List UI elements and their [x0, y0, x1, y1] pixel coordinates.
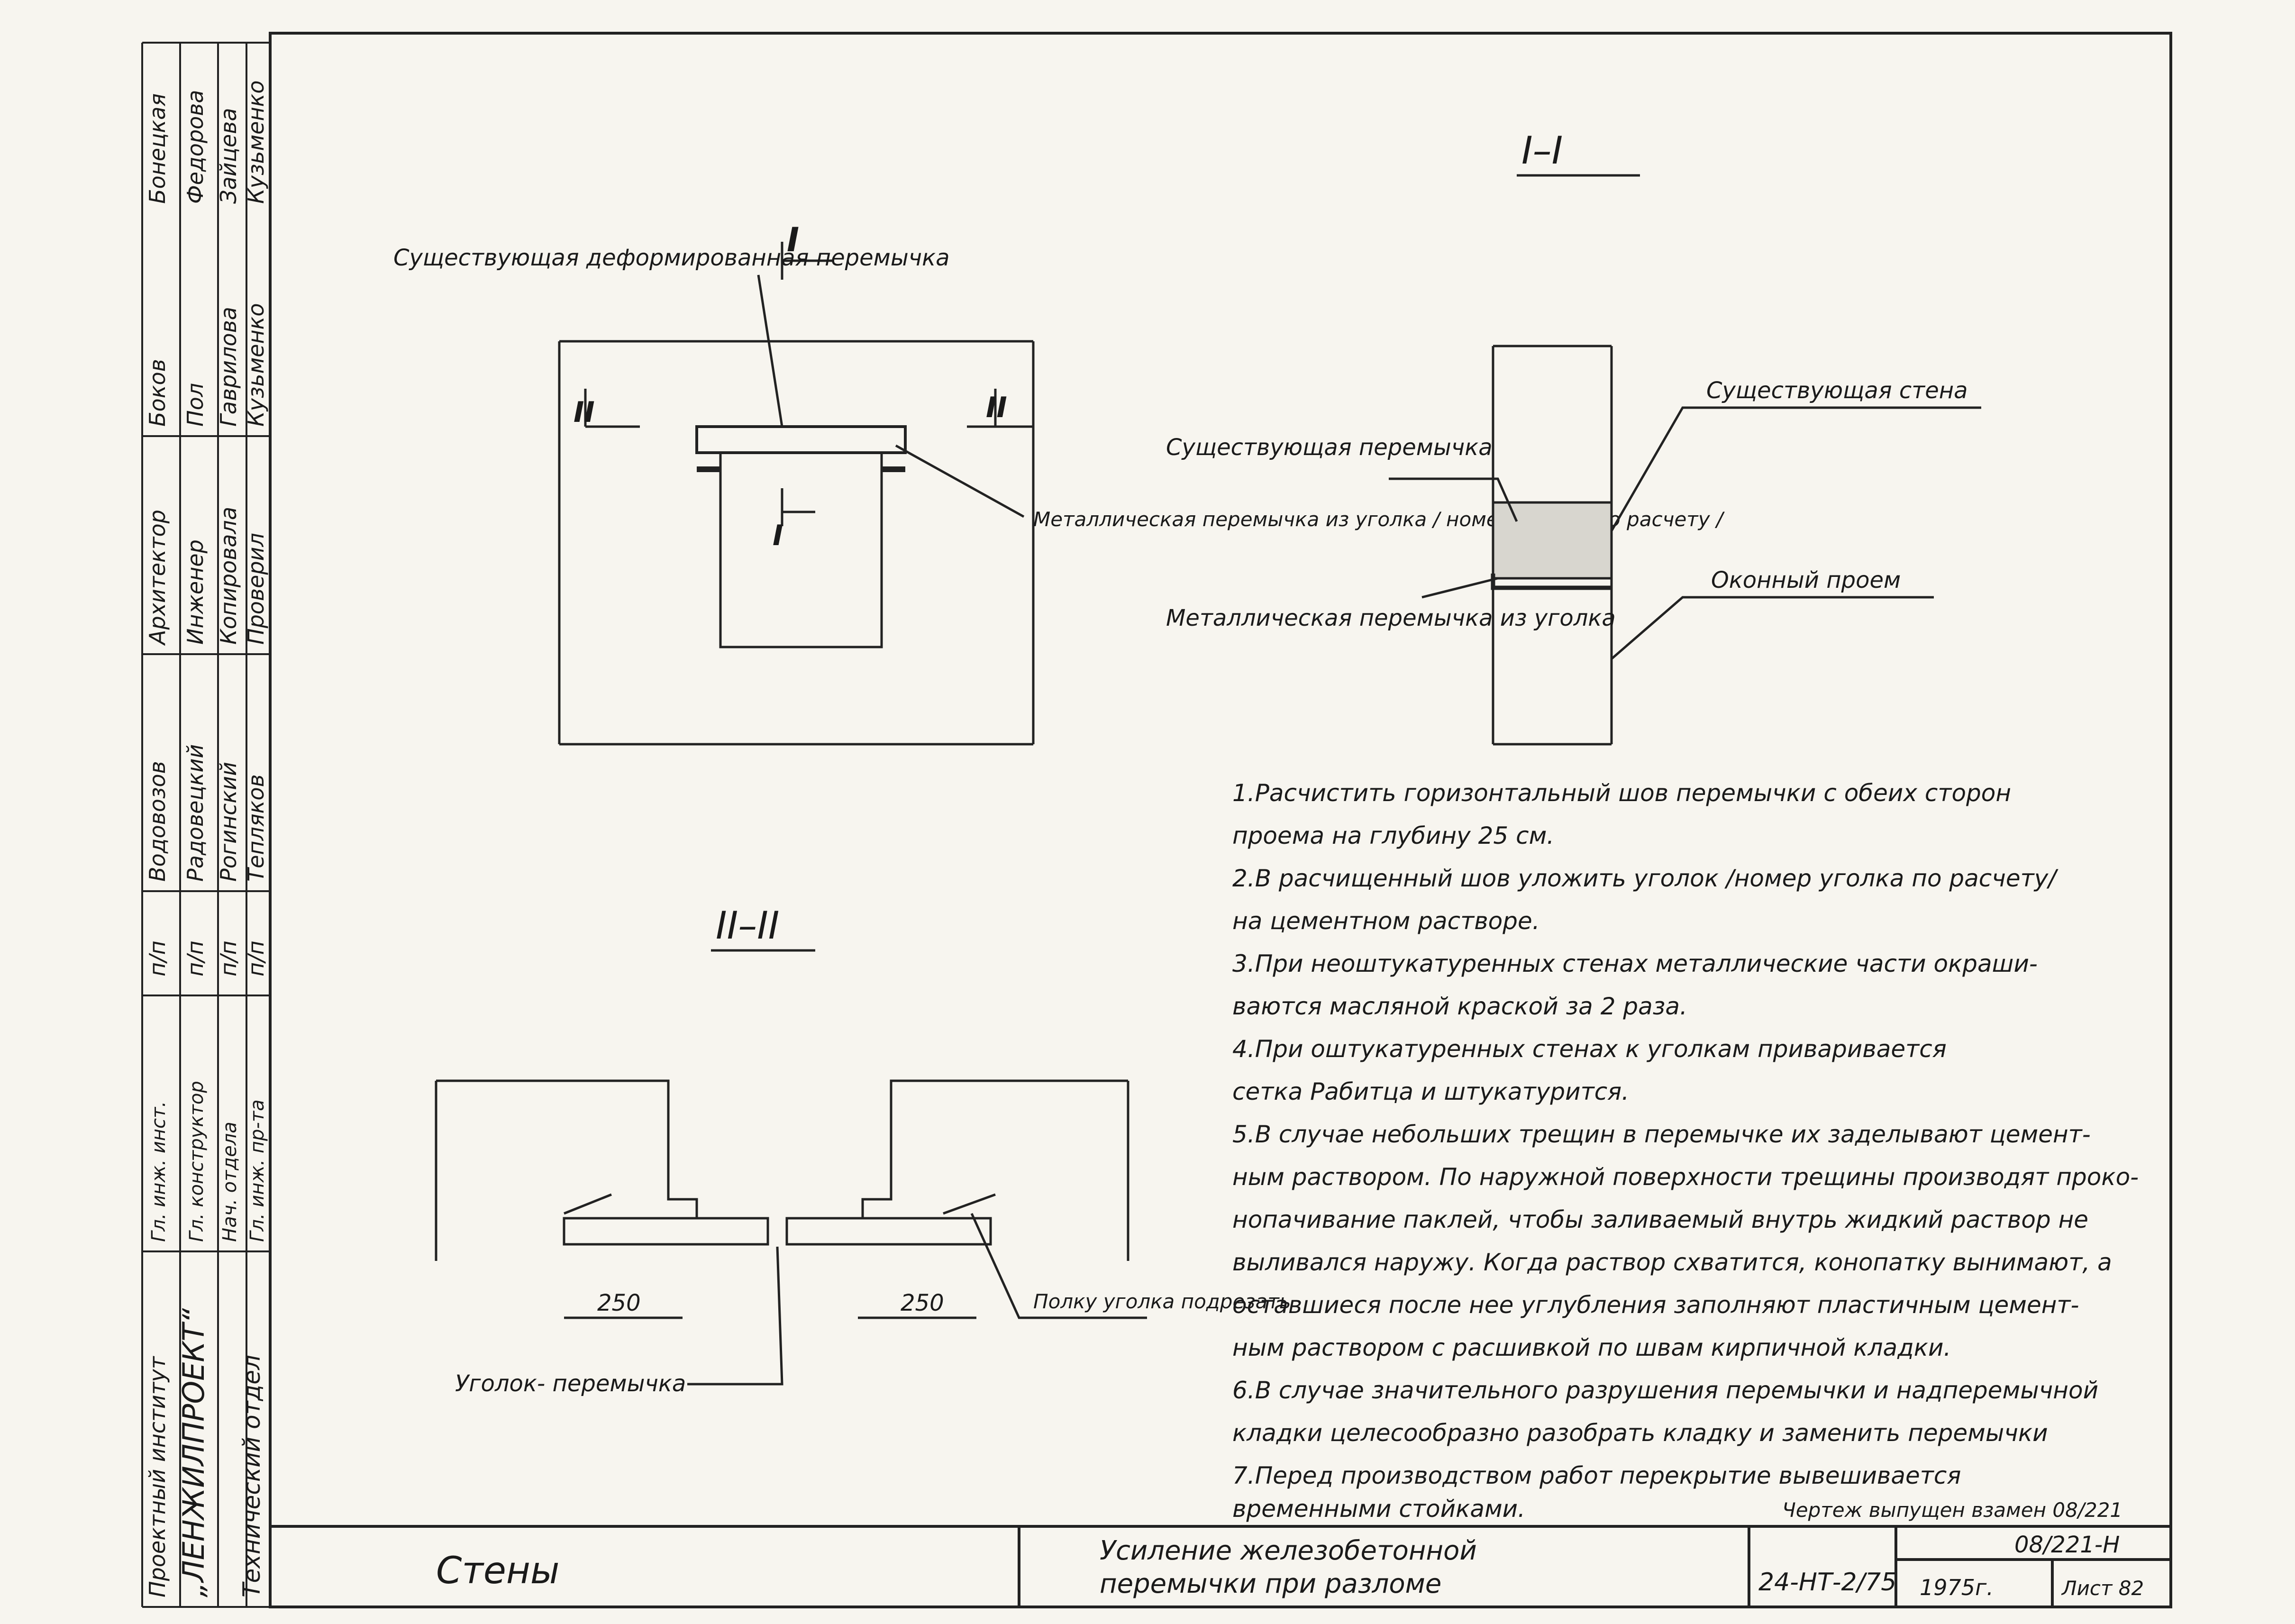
- title-line2: перемычки при разломе: [1100, 1569, 1441, 1599]
- stamp-role-3: Нач. отдела: [219, 1122, 241, 1242]
- stamp-pp-1: п/п: [145, 940, 170, 976]
- stamp-org-line2: „ЛЕНЖИЛПРОЕКТ“: [176, 1308, 211, 1597]
- section-top-title: I–I: [1521, 128, 1563, 173]
- stamp-name-4: Тепляков: [243, 774, 269, 882]
- stamp-name2-2: Пол: [182, 383, 208, 427]
- section-top-metal: Металлическая перемычка из уголка: [1166, 605, 1616, 631]
- title-year: 1975г.: [1920, 1575, 1994, 1600]
- note-line-15: 6.В случае значительного разрушения пере…: [1232, 1377, 2098, 1404]
- note-line-7: 4.При оштукатуренных стенах к уголкам пр…: [1232, 1035, 1947, 1063]
- title-code: 24-НТ-2/75: [1758, 1568, 1896, 1597]
- stamp-note: Чертеж выпущен взамен 08/221: [1782, 1498, 2122, 1522]
- title-doc-no: 08/221-Н: [2014, 1532, 2120, 1558]
- stamp-top-name-3: Зайцева: [216, 108, 241, 204]
- section-top: [1389, 174, 1981, 746]
- note-line-12: выливался наружу. Когда раствор схватитс…: [1232, 1249, 2112, 1276]
- plan-cut-center: I: [773, 519, 783, 552]
- stamp-name2-1: Боков: [145, 359, 170, 427]
- stamp-name2-4: Кузьменко: [243, 303, 269, 427]
- stamp-name2-3: Гаврилова: [216, 307, 241, 427]
- stamp-role2-1: Архитектор: [145, 510, 170, 646]
- title-section: Стены: [436, 1550, 559, 1592]
- stamp-role-1: Гл. инж. инст.: [148, 1101, 170, 1242]
- note-line-14: ным раствором с расшивкой по швам кирпич…: [1232, 1334, 1951, 1361]
- notes: 1.Расчистить горизонтальный шов перемычк…: [1232, 779, 2139, 1523]
- stamp-role2-4: Проверил: [243, 533, 269, 645]
- sidebar-stamp: [141, 42, 270, 1608]
- note-line-17: 7.Перед производством работ перекрытие в…: [1232, 1462, 1961, 1489]
- note-line-5: 3.При неоштукатуренных стенах металличес…: [1232, 950, 2038, 977]
- note-line-4: на цементном растворе.: [1232, 907, 1540, 935]
- plan-cut-right: II: [986, 391, 1007, 424]
- stamp-top-name-4: Кузьменко: [243, 81, 269, 204]
- stamp-role-4: Гл. инж. пр-та: [246, 1099, 268, 1242]
- note-line-3: 2.В расчищенный шов уложить уголок /номе…: [1232, 865, 2058, 892]
- section-top-lintel: Существующая перемычка: [1166, 434, 1493, 461]
- stamp-pp-4: п/п: [243, 940, 269, 976]
- drawing-frame: [269, 32, 2172, 1608]
- stamp-top-name-2: Федорова: [182, 90, 208, 204]
- stamp-pp-2: п/п: [182, 940, 208, 976]
- note-line-11: нопачивание паклей, чтобы заливаемый вну…: [1232, 1206, 2088, 1233]
- stamp-role2-3: Копировала: [216, 507, 241, 645]
- note-line-6: ваются масляной краской за 2 раза.: [1232, 993, 1687, 1020]
- stamp-pp-3: п/п: [216, 940, 241, 976]
- note-line-1: 1.Расчистить горизонтальный шов перемычк…: [1232, 779, 2011, 807]
- plan-right-label: Металлическая перемычка из уголка / номе…: [1033, 508, 1725, 531]
- section-bottom-dim-left: 250: [597, 1290, 641, 1316]
- section-top-wall: Существующая стена: [1706, 377, 1968, 404]
- section-bottom-angle-label: Уголок- перемычка: [455, 1370, 686, 1397]
- plan-cut-left: II: [574, 396, 595, 429]
- section-top-opening: Оконный проем: [1711, 567, 1901, 593]
- section-bottom-title: II–II: [716, 903, 779, 948]
- note-line-10: ным раствором. По наружной поверхности т…: [1232, 1163, 2139, 1191]
- section-bottom-dim-right: 250: [901, 1290, 944, 1316]
- title-block: [270, 1525, 2171, 1607]
- stamp-top-name-1: Бонецкая: [145, 93, 170, 204]
- stamp-name-1: Водовозов: [145, 761, 170, 882]
- stamp-role2-2: Инженер: [182, 539, 208, 645]
- stamp-name-2: Радовецкий: [182, 744, 208, 882]
- stamp-org-line1: Проектный институт: [145, 1356, 170, 1597]
- note-line-2: проема на глубину 25 см.: [1232, 822, 1554, 849]
- stamp-dept: Технический отдел: [238, 1355, 265, 1597]
- section-bottom-cut-label: Полку уголка подрезать: [1033, 1290, 1291, 1313]
- stamp-name-3: Рогинский: [216, 762, 241, 882]
- note-line-8: сетка Рабитца и штукатурится.: [1232, 1078, 1629, 1105]
- note-line-9: 5.В случае небольших трещин в перемычке …: [1232, 1121, 2091, 1148]
- title-sheet: Лист 82: [2061, 1577, 2144, 1600]
- plan-cut-top: I: [787, 220, 799, 259]
- note-line-18: временными стойками.: [1232, 1495, 1525, 1523]
- plan-view: [558, 242, 1035, 746]
- plan-top-label: Существующая деформированная перемычка: [393, 245, 950, 271]
- title-line1: Усиление железобетонной: [1100, 1535, 1477, 1566]
- section-bottom: [435, 949, 1147, 1386]
- note-line-16: кладки целесообразно разобрать кладку и …: [1232, 1419, 2048, 1447]
- stamp-role-2: Гл. конструктор: [186, 1081, 208, 1242]
- note-line-13: оставшиеся после нее углубления заполняю…: [1232, 1291, 2079, 1319]
